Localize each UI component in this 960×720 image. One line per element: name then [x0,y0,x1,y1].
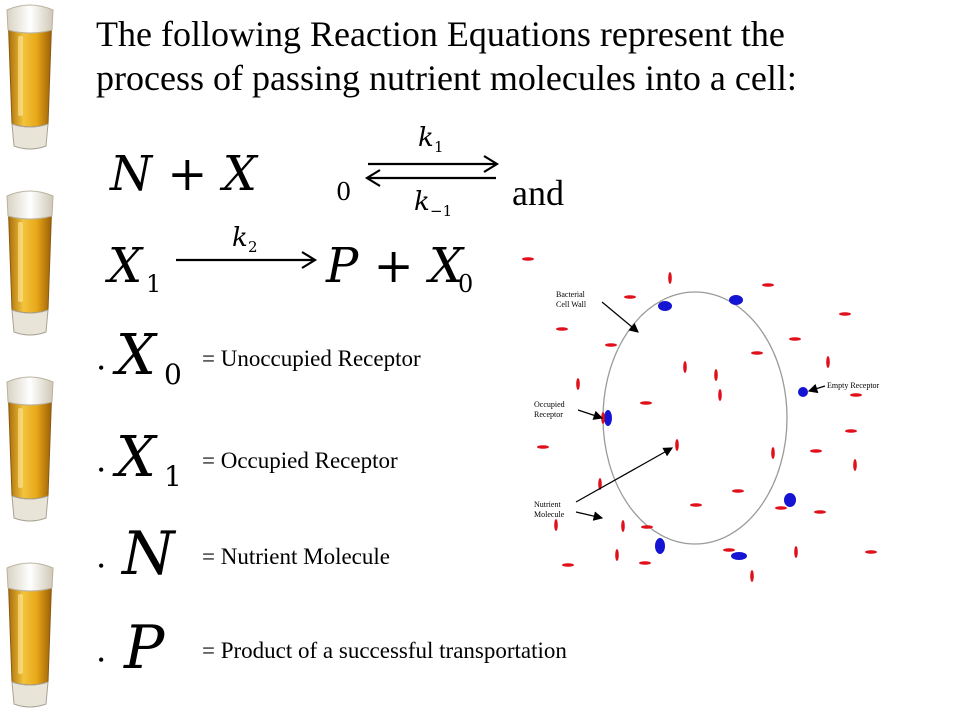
beer-glass-icon [6,4,54,150]
svg-text:X: X [112,425,158,490]
symbol-p: P [123,613,166,683]
receptor-mark [798,387,808,397]
eq1-reactant-subscript: 0 [336,178,351,206]
svg-text:N: N [120,519,177,589]
legend-description: = Nutrient Molecule [202,544,390,569]
nutrient-molecule-mark [615,549,619,561]
nutrient-group [522,257,877,582]
nutrient-molecule-mark [718,389,722,401]
nutrient-molecule-mark [853,459,857,471]
legend-description: = Product of a successful transportation [202,638,567,663]
nutrient-molecule-mark [732,489,744,493]
label-occupied: Occupied [534,400,565,409]
legend-item-n: • N = Nutrient Molecule [98,516,798,596]
legend-item-x1: • X 1 = Occupied Receptor [98,420,798,500]
reaction-equation-1: N + X 0 k 1 k −1 X 1 [109,123,500,220]
bullet: • [98,358,105,378]
nutrient-molecule-mark [714,369,718,381]
beer-glass-icon [6,562,54,708]
receptor-mark [731,552,747,560]
receptor-mark [655,538,665,554]
nutrient-molecule-mark [605,343,617,347]
nutrient-molecule-mark [576,378,580,390]
title-line-1: The following Reaction Equations represe… [96,14,785,54]
cell-diagram: Bacterial Cell Wall Empty Receptor Occup… [522,257,880,582]
nutrient-molecule-mark [537,445,549,449]
eq1-reactants: N + X [109,146,259,202]
nutrient-molecule-mark [683,361,687,373]
nutrient-molecule-mark [723,548,735,552]
nutrient-molecule-mark [751,351,763,355]
receptor-mark [604,410,612,426]
legend-description: = Unoccupied Receptor [202,346,421,371]
eq2-reactant: X [104,238,144,294]
eq2-rate: k [232,223,248,253]
svg-text:X: X [112,323,158,388]
nutrient-molecule-mark [641,525,653,529]
nutrient-molecule-mark [826,356,830,368]
receptor-mark [658,301,672,311]
eq2-products-subscript: 0 [458,270,473,298]
nutrient-molecule-mark [522,257,534,261]
nutrient-molecule-mark [554,519,558,531]
nutrient-molecule-mark [562,563,574,567]
nutrient-molecule-mark [639,561,651,565]
nutrient-molecule-mark [850,393,862,397]
eq1-reverse-rate-subscript: −1 [430,202,452,220]
eq1-forward-rate: k [418,123,434,153]
and-connector: and [512,173,564,213]
bullet: • [98,650,105,670]
nutrient-molecule-mark [668,272,672,284]
label-bacterial: Bacterial [556,290,586,299]
reaction-equation-2: X 1 k 2 P + X 0 [104,223,473,298]
symbol-x0: X 0 [112,323,182,391]
nutrient-molecule-mark [845,429,857,433]
nutrient-molecule-mark [640,401,652,405]
nutrient-molecule-mark [750,570,754,582]
nutrient-molecule-mark [775,506,787,510]
nutrient-molecule-mark [762,283,774,287]
nutrient-molecule-mark [789,337,801,341]
legend-description: = Occupied Receptor [202,448,398,473]
title-line-2: process of passing nutrient molecules in… [96,58,797,98]
nutrient-molecule-mark [690,503,702,507]
nutrient-molecule-mark [771,447,775,459]
nutrient-molecule-mark [556,327,568,331]
symbol-n: N [120,519,177,589]
receptor-group [604,295,808,560]
nutrient-molecule-mark [814,510,826,514]
nutrient-molecule-mark [624,295,636,299]
label-cell-wall: Cell Wall [556,300,587,309]
receptor-mark [784,493,796,507]
beer-glass-icon [6,190,54,336]
nutrient-molecule-mark [810,449,822,453]
eq2-products: P + X [325,238,465,294]
receptor-mark [729,295,743,305]
label-empty-receptor: Empty Receptor [827,381,880,390]
eq2-reactant-subscript: 1 [146,270,161,298]
legend-item-p: • P = Product of a successful transporta… [98,610,798,690]
eq1-reverse-rate: k [414,187,430,217]
symbol-x1: X 1 [112,425,182,493]
eq2-rate-subscript: 2 [248,238,258,256]
svg-text:1: 1 [164,460,182,493]
legend-item-x0: • X 0 = Unoccupied Receptor [98,318,798,398]
beer-glass-icon [6,376,54,522]
eq1-forward-rate-subscript: 1 [434,138,444,156]
nutrient-molecule-mark [839,312,851,316]
nutrient-molecule-mark [865,550,877,554]
nutrient-molecule-mark [621,520,625,532]
bullet: • [98,556,105,576]
label-receptor: Receptor [534,410,563,419]
label-nutrient: Nutrient [534,500,561,509]
nutrient-molecule-mark [794,546,798,558]
bullet: • [98,460,105,480]
nutrient-molecule-mark [675,439,679,451]
label-molecule: Molecule [534,510,565,519]
svg-text:P: P [123,613,166,683]
slide-title: The following Reaction Equations represe… [96,12,946,100]
nutrient-molecule-mark [598,478,602,490]
svg-text:0: 0 [164,358,182,391]
